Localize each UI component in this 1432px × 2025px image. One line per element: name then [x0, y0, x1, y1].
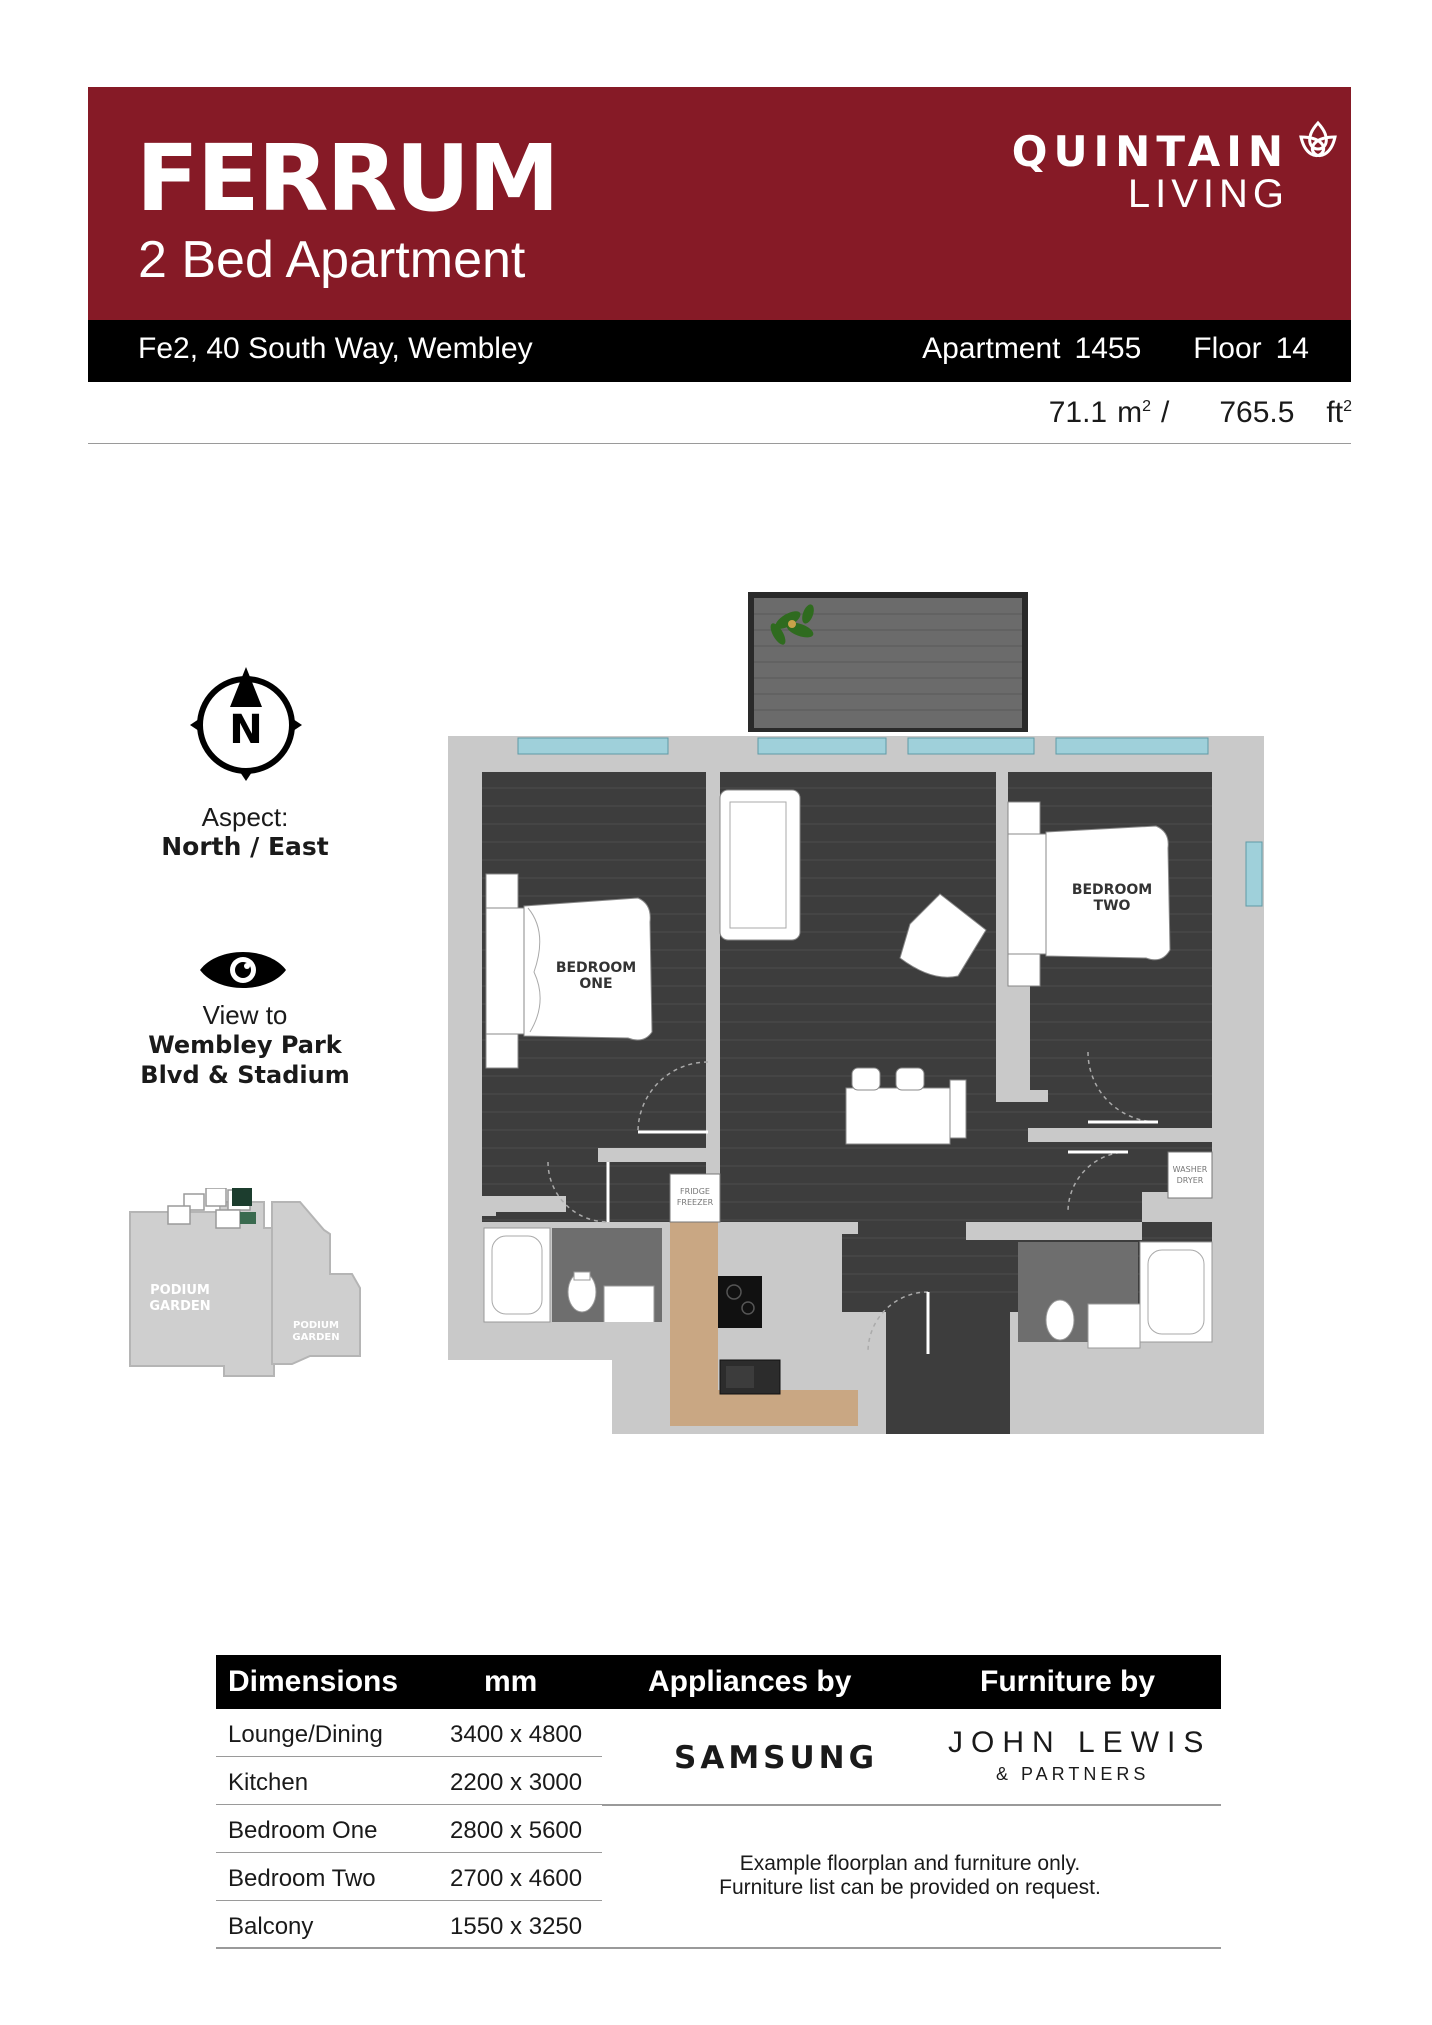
garden-label-2b: GARDEN	[292, 1332, 339, 1343]
room-name: Bedroom Two	[228, 1865, 376, 1892]
col-furniture: Furniture by	[980, 1665, 1156, 1698]
fridge-label-1: FRIDGE	[680, 1187, 710, 1196]
bedroom-two-bed: BEDROOM TWO	[1007, 801, 1171, 987]
bedroom-two-label-1: BEDROOM	[1072, 882, 1152, 898]
room-name: Kitchen	[228, 1769, 309, 1796]
window	[1055, 737, 1209, 755]
john-lewis-logo-sub: & PARTNERS	[996, 1764, 1150, 1784]
table-row: Kitchen 2200 x 3000	[216, 1757, 602, 1805]
disclaimer-note: Example floorplan and furniture only. Fu…	[690, 1852, 1130, 1900]
brand-name-bottom: LIVING	[1127, 172, 1289, 216]
development-title: FERRUM	[136, 125, 560, 232]
table-row: Bedroom One 2800 x 5600	[216, 1805, 602, 1853]
bedroom-one-label-1: BEDROOM	[556, 960, 636, 976]
eye-icon	[200, 952, 286, 988]
room-dims: 2200 x 3000	[450, 1769, 583, 1796]
brand-logo: QUINTAIN LIVING	[1011, 120, 1337, 217]
window	[757, 737, 887, 755]
disclaimer-line2: Furniture list can be provided on reques…	[719, 1876, 1101, 1899]
table-row: Bedroom Two 2700 x 4600	[216, 1853, 602, 1901]
disclaimer-line1: Example floorplan and furniture only.	[739, 1852, 1081, 1875]
view-label: View to	[202, 1000, 288, 1030]
room-dims: 2700 x 4600	[450, 1865, 583, 1892]
room-name: Balcony	[228, 1913, 314, 1940]
area-summary: 71.1 m2 / 765.5 ft2	[1049, 396, 1352, 430]
room-name: Bedroom One	[228, 1817, 378, 1844]
room-dims: 3400 x 4800	[450, 1721, 583, 1748]
area-separator: /	[1161, 396, 1170, 429]
floor-label: Floor	[1193, 332, 1262, 365]
armchair	[899, 893, 987, 978]
view-value-line1: Wembley Park	[148, 1031, 342, 1059]
area-sqft-unit: ft2	[1326, 396, 1352, 429]
window	[517, 737, 669, 755]
dining-table	[845, 1067, 967, 1145]
address-bar: Fe2, 40 South Way, Wembley Apartment 145…	[88, 320, 1351, 382]
compass-letter: N	[229, 707, 262, 753]
floor-plan: FRIDGE FREEZER WASHER DRYER BEDROOM ONE	[448, 592, 1264, 1434]
address: Fe2, 40 South Way, Wembley	[138, 332, 533, 365]
apartment-type: 2 Bed Apartment	[138, 231, 526, 289]
bedroom-two-label-2: TWO	[1094, 898, 1131, 914]
col-appliances: Appliances by	[648, 1665, 852, 1698]
bathroom-two	[1018, 1241, 1213, 1349]
apartment-label: Apartment	[922, 332, 1061, 365]
balcony	[748, 592, 1028, 732]
room-dims: 2800 x 5600	[450, 1817, 583, 1844]
col-mm: mm	[484, 1665, 538, 1698]
washer-label-1: WASHER	[1173, 1165, 1208, 1174]
compass-icon: N	[190, 667, 302, 781]
aspect-value: North / East	[161, 832, 329, 861]
area-sqft: 765.5	[1219, 396, 1295, 429]
apartment-info: Apartment 1455 Floor 14	[922, 332, 1309, 366]
apartment-number: 1455	[1074, 332, 1142, 365]
floor-number: 14	[1275, 332, 1309, 365]
aspect-label: Aspect:	[201, 802, 289, 832]
table-bottom-rule	[216, 1947, 1221, 1949]
fridge-label-2: FREEZER	[677, 1198, 714, 1207]
bedroom-one-bed: BEDROOM ONE	[485, 873, 653, 1069]
view-value: Wembley Park Blvd & Stadium	[110, 1030, 380, 1090]
area-sqm: 71.1	[1048, 396, 1108, 429]
bedroom-one-label-2: ONE	[579, 976, 612, 992]
table-header: Dimensions mm Appliances by Furniture by	[216, 1655, 1221, 1709]
john-lewis-logo: JOHN LEWIS	[948, 1726, 1212, 1759]
header-banner: FERRUM 2 Bed Apartment QUINTAIN LIVING	[88, 87, 1351, 320]
room-dims: 1550 x 3250	[450, 1913, 583, 1940]
washer-label-2: DRYER	[1177, 1176, 1204, 1185]
garden-label-2a: PODIUM	[293, 1320, 339, 1331]
table-divider	[602, 1804, 1221, 1806]
col-dimensions: Dimensions	[228, 1665, 399, 1698]
area-sqm-unit: m2	[1117, 396, 1151, 429]
window	[1245, 841, 1263, 907]
site-plan-map: PODIUM GARDEN PODIUM GARDEN	[129, 1188, 361, 1377]
brand-name-top: QUINTAIN	[1011, 127, 1289, 176]
bathroom-one	[483, 1227, 664, 1336]
view-value-line2: Blvd & Stadium	[140, 1061, 350, 1089]
header-divider	[88, 443, 1351, 444]
sofa	[719, 789, 801, 941]
room-name: Lounge/Dining	[228, 1721, 383, 1748]
garden-label-1a: PODIUM	[150, 1283, 210, 1298]
garden-label-1b: GARDEN	[149, 1299, 210, 1314]
samsung-logo: SAMSUNG	[674, 1740, 879, 1776]
table-row: Lounge/Dining 3400 x 4800	[216, 1709, 602, 1757]
table-row: Balcony 1550 x 3250	[216, 1901, 602, 1949]
window	[907, 737, 1035, 755]
trinity-knot-icon	[1299, 120, 1337, 158]
kitchen: FRIDGE FREEZER	[669, 1173, 858, 1426]
